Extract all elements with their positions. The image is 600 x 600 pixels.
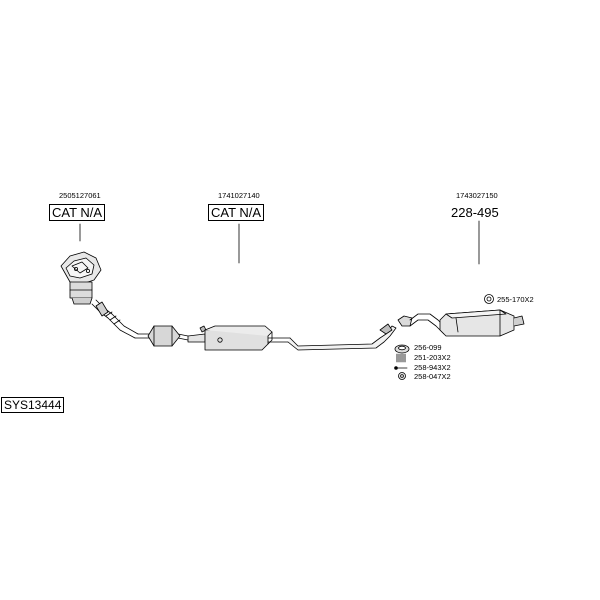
spring-icon [396, 353, 406, 363]
fitting-code-spring: 251-203X2 [414, 353, 451, 362]
middle-catalytic-converter [134, 325, 207, 347]
fitting-code-hanger: 255-170X2 [497, 295, 534, 304]
rear-muffler [397, 309, 525, 337]
system-reference-label: SYS13444 [1, 397, 65, 413]
rear-muffler-code: 228-495 [451, 205, 499, 220]
front-pipe [91, 299, 139, 339]
cat-middle-label: CAT N/A [208, 204, 265, 221]
part-number-cat-front: 2505127061 [59, 191, 101, 200]
front-catalytic-converter [60, 251, 102, 305]
cat-front-label: CAT N/A [49, 204, 106, 221]
nut-icon [398, 372, 406, 380]
part-number-cat-middle: 1741027140 [218, 191, 260, 200]
fitting-code-bolt: 258-943X2 [414, 363, 451, 372]
center-muffler [204, 325, 291, 351]
part-number-rear-muffler: 1743027150 [456, 191, 498, 200]
fitting-code-nut: 258-047X2 [414, 372, 451, 381]
intermediate-pipe [287, 323, 397, 351]
fitting-code-gasket: 256-099 [414, 343, 442, 352]
bolt-icon [394, 366, 408, 370]
hanger-ring-icon [484, 294, 494, 304]
gasket-icon [394, 344, 410, 354]
